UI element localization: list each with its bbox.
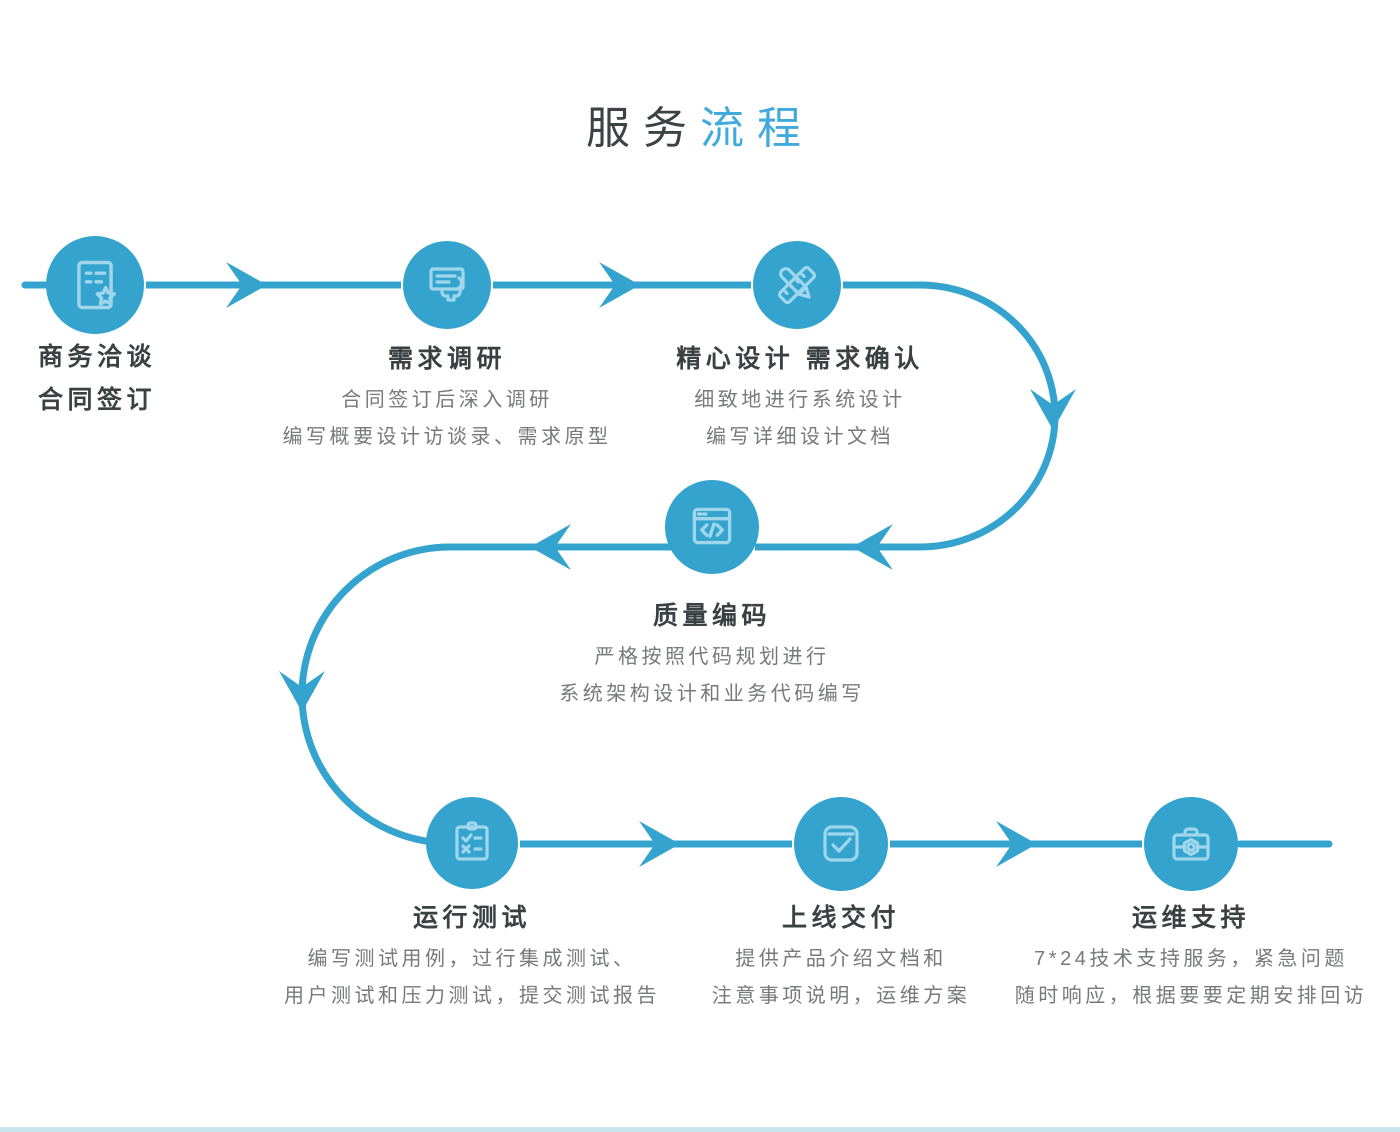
pencil-ruler-icon	[777, 265, 817, 305]
page-title-black: 服务	[586, 104, 700, 153]
flow-arrowhead	[996, 821, 1037, 867]
step-desc: 合同签订后深入调研	[341, 389, 553, 411]
flow-arrowhead	[279, 671, 325, 712]
check-square-icon	[823, 825, 859, 862]
flow-arrowhead	[599, 262, 640, 308]
step-label-careful-design: 精心设计 需求确认 细致地进行系统设计 编写详细设计文档	[570, 342, 1030, 456]
step-label-run-testing: 运行测试 编写测试用例，过行集成测试、 用户测试和压力测试，提交测试报告	[242, 901, 702, 1015]
flow-arrowhead	[1030, 389, 1076, 430]
flow-arrowhead	[639, 821, 680, 867]
step-desc: 细致地进行系统设计	[694, 389, 906, 411]
step-desc: 7*24技术支持服务，紧急问题	[1034, 948, 1348, 970]
step-circle-quality-coding	[665, 480, 759, 574]
hand-card-icon	[429, 267, 465, 302]
step-desc: 用户测试和压力测试，提交测试报告	[284, 985, 660, 1007]
step-title: 质量编码	[652, 602, 771, 630]
step-title: 上线交付	[781, 904, 900, 932]
step-title-line2: 合同签订	[37, 386, 156, 414]
step-title: 运维支持	[1131, 904, 1250, 932]
step-title: 精心设计 需求确认	[676, 345, 924, 373]
step-desc: 系统架构设计和业务代码编写	[559, 683, 865, 705]
step-circle-run-testing	[426, 797, 518, 889]
step-desc: 注意事项说明，运维方案	[711, 985, 971, 1007]
step-desc: 严格按照代码规划进行	[594, 646, 830, 668]
step-label-requirement-research: 需求调研 合同签订后深入调研 编写概要设计访谈录、需求原型	[217, 342, 677, 456]
toolbox-icon	[1172, 827, 1210, 861]
step-label-quality-coding: 质量编码 严格按照代码规划进行 系统架构设计和业务代码编写	[482, 599, 942, 713]
checklist-icon	[455, 821, 489, 861]
step-label-business-negotiation: 商务洽谈 合同签订	[0, 336, 327, 422]
step-title: 运行测试	[412, 904, 531, 932]
step-circle-business-negotiation	[46, 236, 144, 334]
step-title: 商务洽谈	[37, 343, 156, 371]
step-desc: 编写概要设计访谈录、需求原型	[282, 426, 612, 448]
page-title: 服务流程	[0, 92, 1400, 156]
step-circle-careful-design	[753, 241, 841, 329]
step-circle-ops-support	[1144, 797, 1238, 891]
code-window-icon	[692, 507, 732, 545]
step-desc: 编写详细设计文档	[706, 426, 894, 448]
page-title-blue: 流程	[700, 104, 814, 153]
flow-arrowhead	[530, 524, 571, 570]
step-label-ops-support: 运维支持 7*24技术支持服务，紧急问题 随时响应，根据要要定期安排回访	[961, 901, 1400, 1015]
step-title: 需求调研	[387, 345, 506, 373]
flow-arrowhead	[226, 262, 267, 308]
step-desc: 提供产品介绍文档和	[735, 948, 947, 970]
contract-star-icon	[77, 260, 116, 310]
bottom-accent-bar	[0, 1127, 1400, 1132]
step-desc: 编写测试用例，过行集成测试、	[307, 948, 637, 970]
flow-arrowhead	[852, 524, 893, 570]
step-label-launch-delivery: 上线交付 提供产品介绍文档和 注意事项说明，运维方案	[611, 901, 1071, 1015]
step-circle-requirement-research	[403, 241, 491, 329]
step-desc: 随时响应，根据要要定期安排回访	[1014, 985, 1368, 1007]
step-circle-launch-delivery	[794, 797, 888, 891]
